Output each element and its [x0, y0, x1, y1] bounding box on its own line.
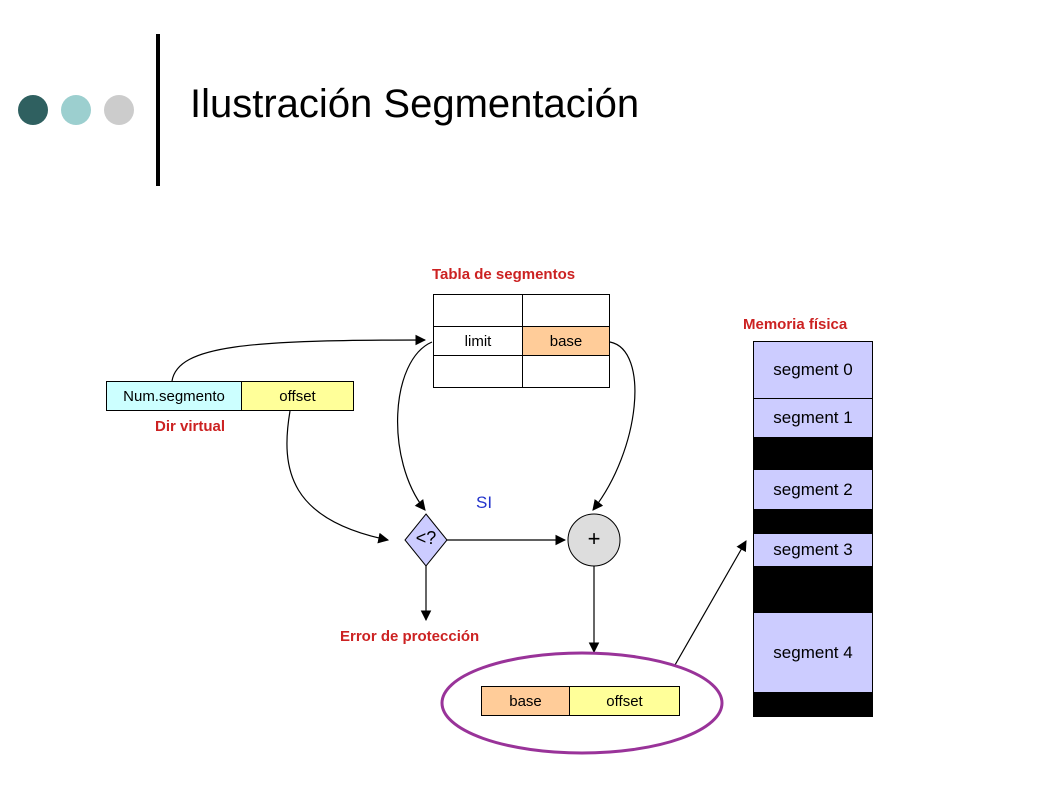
arrow-offset-to-comparator — [286, 410, 390, 544]
comparator-diamond — [404, 513, 448, 567]
header-dot-teal — [61, 95, 91, 125]
segment-table-row3-right — [522, 355, 610, 388]
memory-segment-2: segment 2 — [753, 469, 873, 510]
arrow-segment-to-table — [171, 334, 427, 382]
memory-segment-1: segment 1 — [753, 398, 873, 438]
segment-table-label: Tabla de segmentos — [432, 266, 576, 283]
memory-free-block-1 — [753, 437, 873, 469]
protection-error-label: Error de protección — [340, 628, 480, 645]
memory-free-block-3 — [753, 566, 873, 613]
segment-table-row1-left — [433, 294, 523, 327]
segment-table-base: base — [522, 326, 610, 356]
segment-table-limit: limit — [433, 326, 523, 356]
virtual-address-label: Dir virtual — [155, 418, 226, 435]
header-dot-gray — [104, 95, 134, 125]
comparator-symbol: <? — [415, 528, 437, 548]
arrow-limit-to-comparator — [396, 341, 433, 511]
header-dot-dark — [18, 95, 48, 125]
header-divider — [156, 34, 160, 186]
arrow-physical-to-memory — [674, 540, 747, 666]
memory-segment-0: segment 0 — [753, 341, 873, 399]
segment-table-row3-left — [433, 355, 523, 388]
memory-segment-4: segment 4 — [753, 612, 873, 693]
physical-memory-label: Memoria física — [743, 316, 848, 333]
memory-free-block-2 — [753, 509, 873, 534]
slide-title: Ilustración Segmentación — [190, 82, 640, 126]
virtual-offset-field: offset — [241, 381, 354, 411]
adder-symbol: + — [587, 526, 601, 551]
physical-offset-field: offset — [569, 686, 680, 716]
segment-table-row1-right — [522, 294, 610, 327]
virtual-segment-field: Num.segmento — [106, 381, 242, 411]
memory-free-block-4 — [753, 692, 873, 717]
physical-address-highlight — [440, 651, 724, 755]
adder-circle — [567, 513, 621, 567]
physical-base-field: base — [481, 686, 570, 716]
yes-label: SI — [476, 493, 493, 512]
arrow-base-to-adder — [592, 341, 636, 511]
memory-segment-3: segment 3 — [753, 533, 873, 567]
